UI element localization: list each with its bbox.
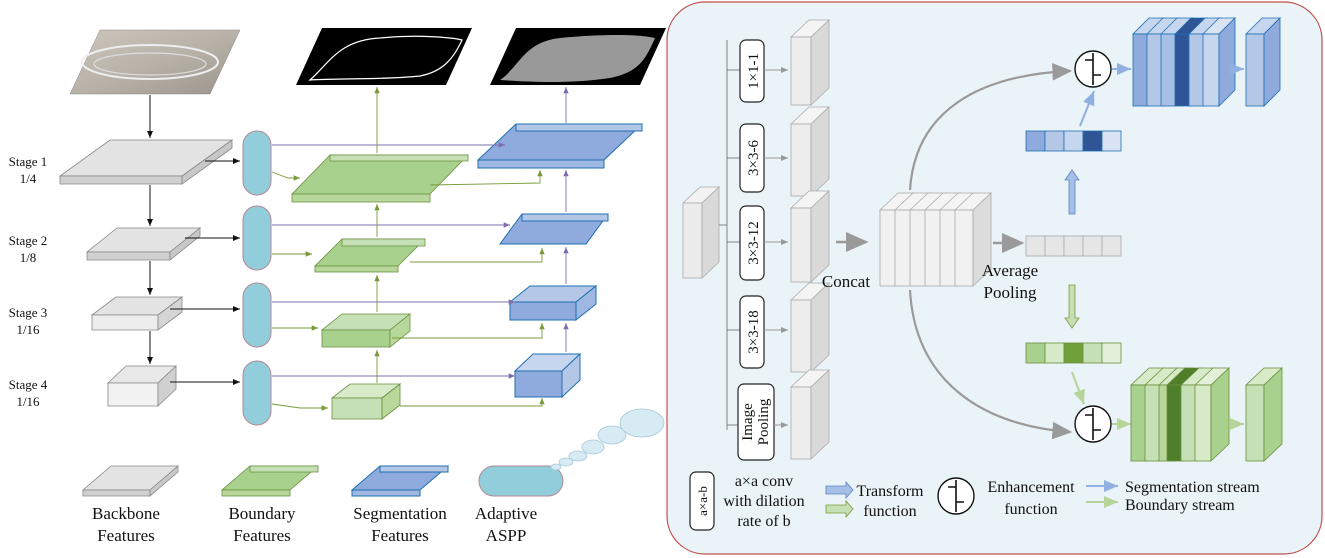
backbone-feature-stage-3 [90,296,184,331]
segmentation-output-image [490,28,666,85]
backbone-flow-arrows [147,95,240,385]
boundary-weight-vector [1025,342,1122,364]
branch-feature-2 [789,106,831,197]
boundary-output-stack [1129,367,1231,462]
boundary-feature-stage-3 [320,313,412,348]
branch-arrows [764,67,788,428]
conv-box-1x1-1 [739,39,765,103]
stage-3-scale: 1/16 [16,322,40,337]
legend-conv-desc-line1: a×a conv [735,473,793,490]
concat-label: Concat [822,272,870,291]
legend-boundary-icon [220,465,320,497]
legend-aspp-label-line1: Adaptive [475,504,537,523]
bnd-vector-to-enhance-arrow [1071,371,1085,405]
branch-feature-3 [789,190,831,283]
pooled-vector [1025,235,1122,257]
segmentation-feature-stage-2 [499,213,609,245]
aspp-module-stage-1 [242,130,272,196]
boundary-feature-stage-4 [330,383,402,420]
boundary-output-image [296,28,472,85]
legend-enhancement-line2: function [1004,501,1057,518]
concat-feature-stack [878,192,993,287]
segmentation-feature-stage-3 [508,284,598,322]
segmentation-weight-vector [1025,130,1122,152]
boundary-feature-stage-1 [291,154,469,203]
aspp-module-stage-4 [242,360,272,426]
legend-segmentation-icon [350,465,450,497]
legend-enhancement-icon [937,477,975,515]
stage-3-label: Stage 3 [9,305,48,320]
legend-backbone-icon [81,465,180,497]
legend-aspp-label-line2: ASPP [486,526,527,545]
aspp-module-stage-3 [242,282,272,348]
bnd-curve-arrow [908,289,1073,440]
stage-4-label: Stage 4 [9,377,48,392]
backbone-feature-stage-4 [106,365,178,407]
legend-bnd-stream-label: Boundary stream [1125,497,1235,514]
legend-boundary-label-line1: Boundary [228,504,296,523]
legend-transform-arrows [825,480,854,519]
branch-feature-1 [789,19,831,106]
boundary-feature-stage-2 [314,238,426,273]
conv-label-3x3-12: 3×3-12 [746,221,762,264]
legend-seg-stream-label: Segmentation stream [1125,479,1260,496]
backbone-feature-stage-2 [85,227,202,261]
legend-transform-line1: Transform [857,483,925,500]
legend-conv-desc-line2: with dilation [723,493,804,510]
branch-feature-4 [789,282,831,373]
legend-backbone-label-line2: Features [97,526,155,545]
segmentation-output-stack [1132,17,1236,107]
image-pooling-label-line1: Image [740,403,756,441]
legend-conv-box [689,471,715,531]
segmentation-final-feature [1245,17,1281,107]
transform-arrow-up [1064,169,1080,215]
conv-label-3x3-6: 3×3-6 [746,140,762,176]
boundary-connections [271,87,545,411]
conv-box-3x3-12 [739,205,765,281]
backbone-feature-stage-1 [58,139,234,185]
input-image [69,29,241,95]
segmentation-feature-stage-4 [513,352,582,399]
stage-1-scale: 1/4 [20,171,37,186]
segmentation-connections [272,87,569,379]
segmentation-feature-stage-1 [476,123,644,169]
stage-2-label: Stage 2 [9,233,48,248]
stage-1-label: Stage 1 [9,154,48,169]
average-pooling-label-line1: Average [982,261,1038,280]
seg-curve-arrow [908,62,1073,191]
seg-vector-to-enhance-arrow [1079,90,1095,127]
stage-2-scale: 1/8 [20,250,37,265]
conv-label-1x1-1: 1×1-1 [746,53,762,89]
legend-boundary-label-line2: Features [233,526,291,545]
conv-label-3x3-18: 3×3-18 [746,310,762,353]
legend-conv-symbol: a×a-b [695,486,710,516]
legend-backbone-label-line1: Backbone [92,504,160,523]
conv-box-3x3-18 [739,295,765,369]
boundary-final-feature [1244,367,1284,462]
image-pooling-label-line2: Pooling [756,398,772,445]
average-pooling-label-line2: Pooling [984,283,1037,302]
aspp-input-feature [681,186,721,279]
legend-segmentation-label-line2: Features [371,526,429,545]
callout-bubbles [550,408,665,471]
enhancement-function-icon-seg [1074,50,1112,88]
transform-arrow-down [1064,284,1080,329]
legend-transform-line2: function [863,503,916,520]
image-pooling-box [737,383,775,461]
legend-conv-desc-line3: rate of b [737,513,790,530]
legend-enhancement-line1: Enhancement [987,479,1075,496]
enhancement-function-icon-bnd [1074,405,1112,443]
aspp-module-stage-2 [242,205,272,271]
legend-aspp-icon [478,465,564,497]
branch-feature-5 [789,369,831,460]
legend-segmentation-label-line1: Segmentation [353,504,447,523]
stage-4-scale: 1/16 [16,394,40,409]
